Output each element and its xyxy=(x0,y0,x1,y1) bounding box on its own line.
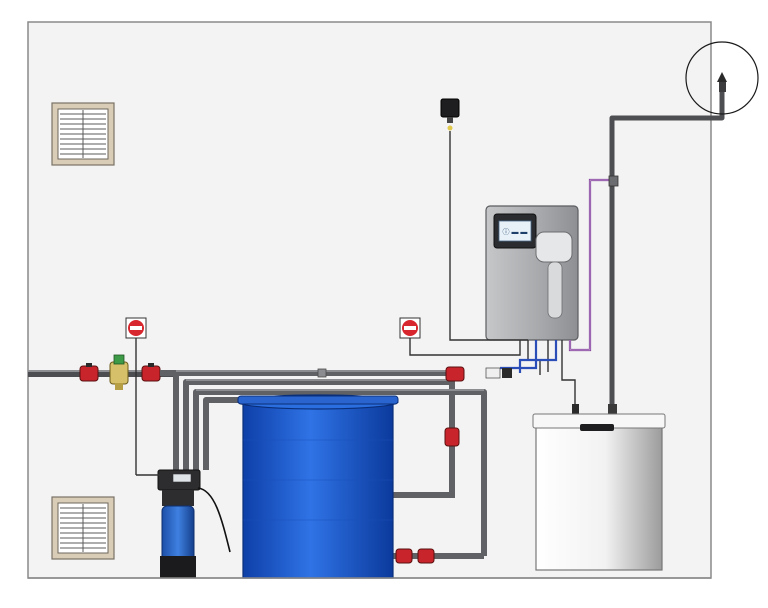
chemical-line-highlight xyxy=(569,179,612,351)
pipe-tee xyxy=(608,175,619,187)
water-line xyxy=(518,340,558,373)
louver-vent-icon xyxy=(51,102,115,166)
shutoff-valve-icon xyxy=(395,548,435,564)
storage-tank-blue xyxy=(237,394,399,579)
pipe-coupling xyxy=(317,368,327,378)
softener-column xyxy=(157,469,201,578)
vent-cap-icon xyxy=(719,82,726,92)
controller-screen xyxy=(498,220,532,242)
sensor-cable xyxy=(449,131,528,341)
chemical-tank-white xyxy=(532,413,666,571)
no-entry-sign-icon xyxy=(125,317,147,339)
vent-cap-icon xyxy=(717,72,727,82)
tank-fitting xyxy=(572,404,579,416)
detail-callout-circle xyxy=(685,41,759,115)
check-valve xyxy=(502,368,512,378)
tank-inlet-pipe xyxy=(390,470,455,498)
shutoff-valve-icon xyxy=(141,363,161,382)
inlet-pipe xyxy=(28,370,176,377)
shutoff-valve-icon xyxy=(445,366,465,382)
controller-screen-text: ⓘ ▬ ▬ xyxy=(503,228,528,236)
drain-hose xyxy=(197,487,231,553)
pressure-regulator-icon xyxy=(109,354,129,390)
injection-fitting xyxy=(485,367,501,379)
louver-vent-icon xyxy=(51,496,115,560)
tank-fitting xyxy=(608,404,617,416)
no-entry-sign-icon xyxy=(399,317,421,339)
vent-stack xyxy=(609,90,725,410)
shutoff-valve-icon xyxy=(79,363,99,382)
sensor-icon xyxy=(440,98,460,131)
shutoff-valve-icon xyxy=(444,427,460,447)
dosing-controller xyxy=(485,205,579,341)
